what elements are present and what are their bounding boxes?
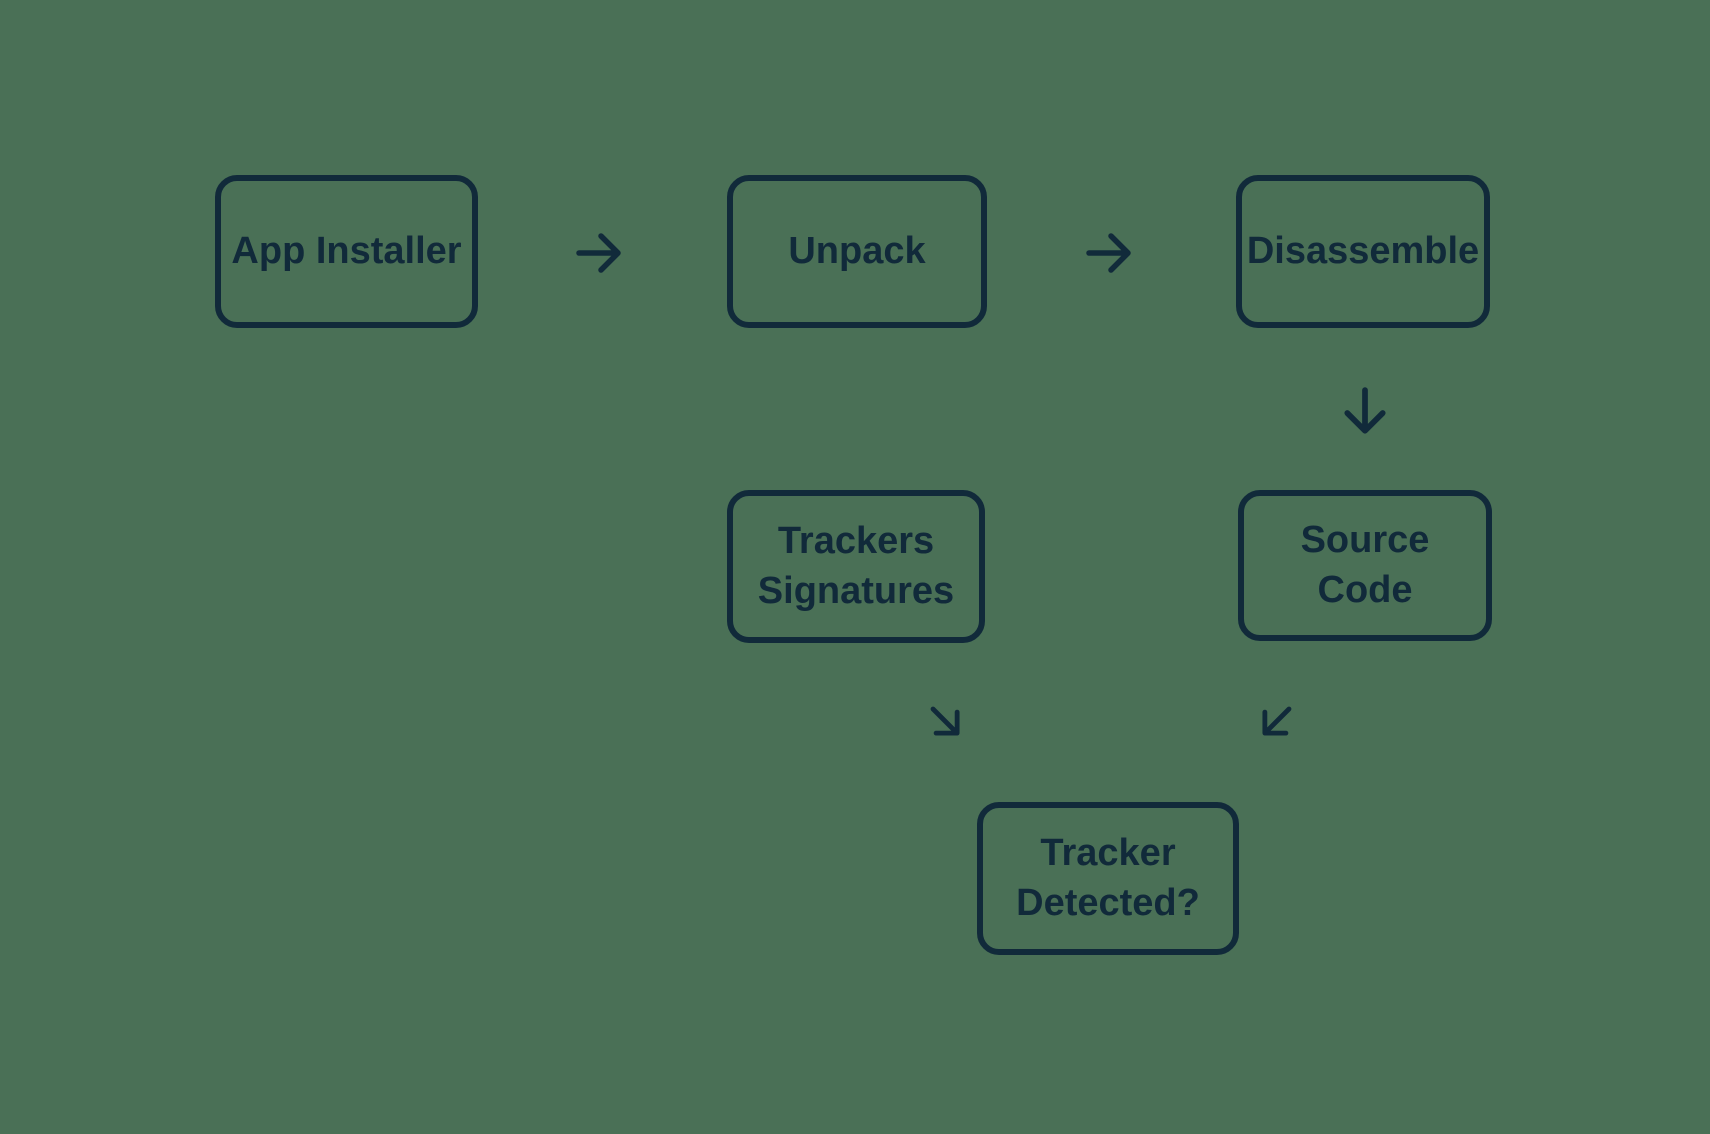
node-source-code: Source Code xyxy=(1238,490,1492,641)
node-unpack: Unpack xyxy=(727,175,987,328)
node-unpack-label: Unpack xyxy=(788,229,926,272)
arrow-right-icon xyxy=(1086,229,1134,277)
node-disassemble-label: Disassemble xyxy=(1246,229,1480,272)
node-app-installer-label: App Installer xyxy=(231,229,462,272)
arrow-down-icon xyxy=(1340,387,1390,437)
node-tracker-detected: Tracker Detected? xyxy=(977,802,1239,955)
node-app-installer: App Installer xyxy=(215,175,478,328)
node-tracker-detected-label: Tracker Detected? xyxy=(1016,832,1200,924)
arrow-right-icon xyxy=(576,229,624,277)
node-disassemble: Disassemble xyxy=(1236,175,1490,328)
node-trackers-signatures: Trackers Signatures xyxy=(727,490,985,643)
arrow-down-right-icon xyxy=(916,692,975,751)
arrow-down-left-icon xyxy=(1246,692,1305,751)
node-trackers-signatures-label: Trackers Signatures xyxy=(757,520,955,612)
node-source-code-label: Source Code xyxy=(1300,519,1430,611)
